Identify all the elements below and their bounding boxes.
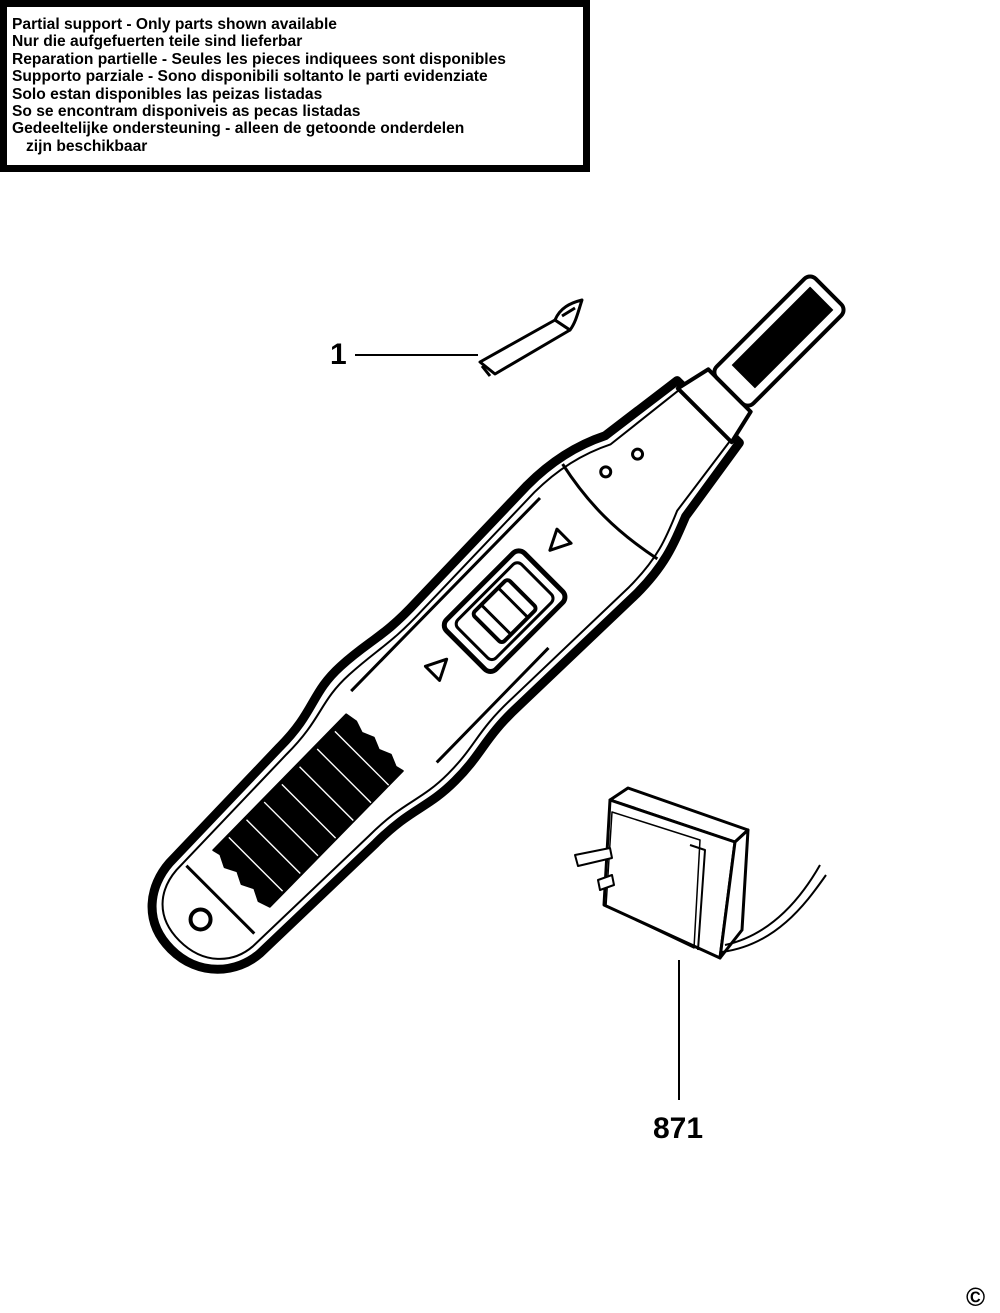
partial-support-notice: Partial support - Only parts shown avail… xyxy=(0,0,590,172)
notice-line-de: Nur die aufgefuerten teile sind lieferba… xyxy=(12,33,303,51)
rubber-grip xyxy=(212,713,404,908)
part-number-label: 1 xyxy=(330,338,347,371)
notice-line-en: Partial support - Only parts shown avail… xyxy=(12,16,337,33)
notice-line-pt: So se encontram disponiveis as pecas lis… xyxy=(12,103,361,121)
cordless-screwdriver xyxy=(147,274,846,974)
hanging-hole xyxy=(188,907,213,932)
part-number-label: 871 xyxy=(653,1112,704,1145)
direction-switch xyxy=(423,527,573,682)
notice-line-nl: Gedeeltelijke ondersteuning - alleen de … xyxy=(12,120,465,138)
copyright-symbol: © xyxy=(966,1282,986,1312)
notice-line-fr: Reparation partielle - Seules les pieces… xyxy=(12,50,506,68)
notice-line-nl-cont: zijn beschikbaar xyxy=(26,137,148,155)
notice-line-it: Supporto parziale - Sono disponibili sol… xyxy=(12,68,488,86)
notice-line-es: Solo estan disponibles las peizas listad… xyxy=(12,85,323,103)
screwdriver-bit xyxy=(355,298,584,377)
reverse-arrow-icon xyxy=(423,657,449,682)
charger xyxy=(574,786,827,1100)
forward-arrow-icon xyxy=(548,527,573,552)
